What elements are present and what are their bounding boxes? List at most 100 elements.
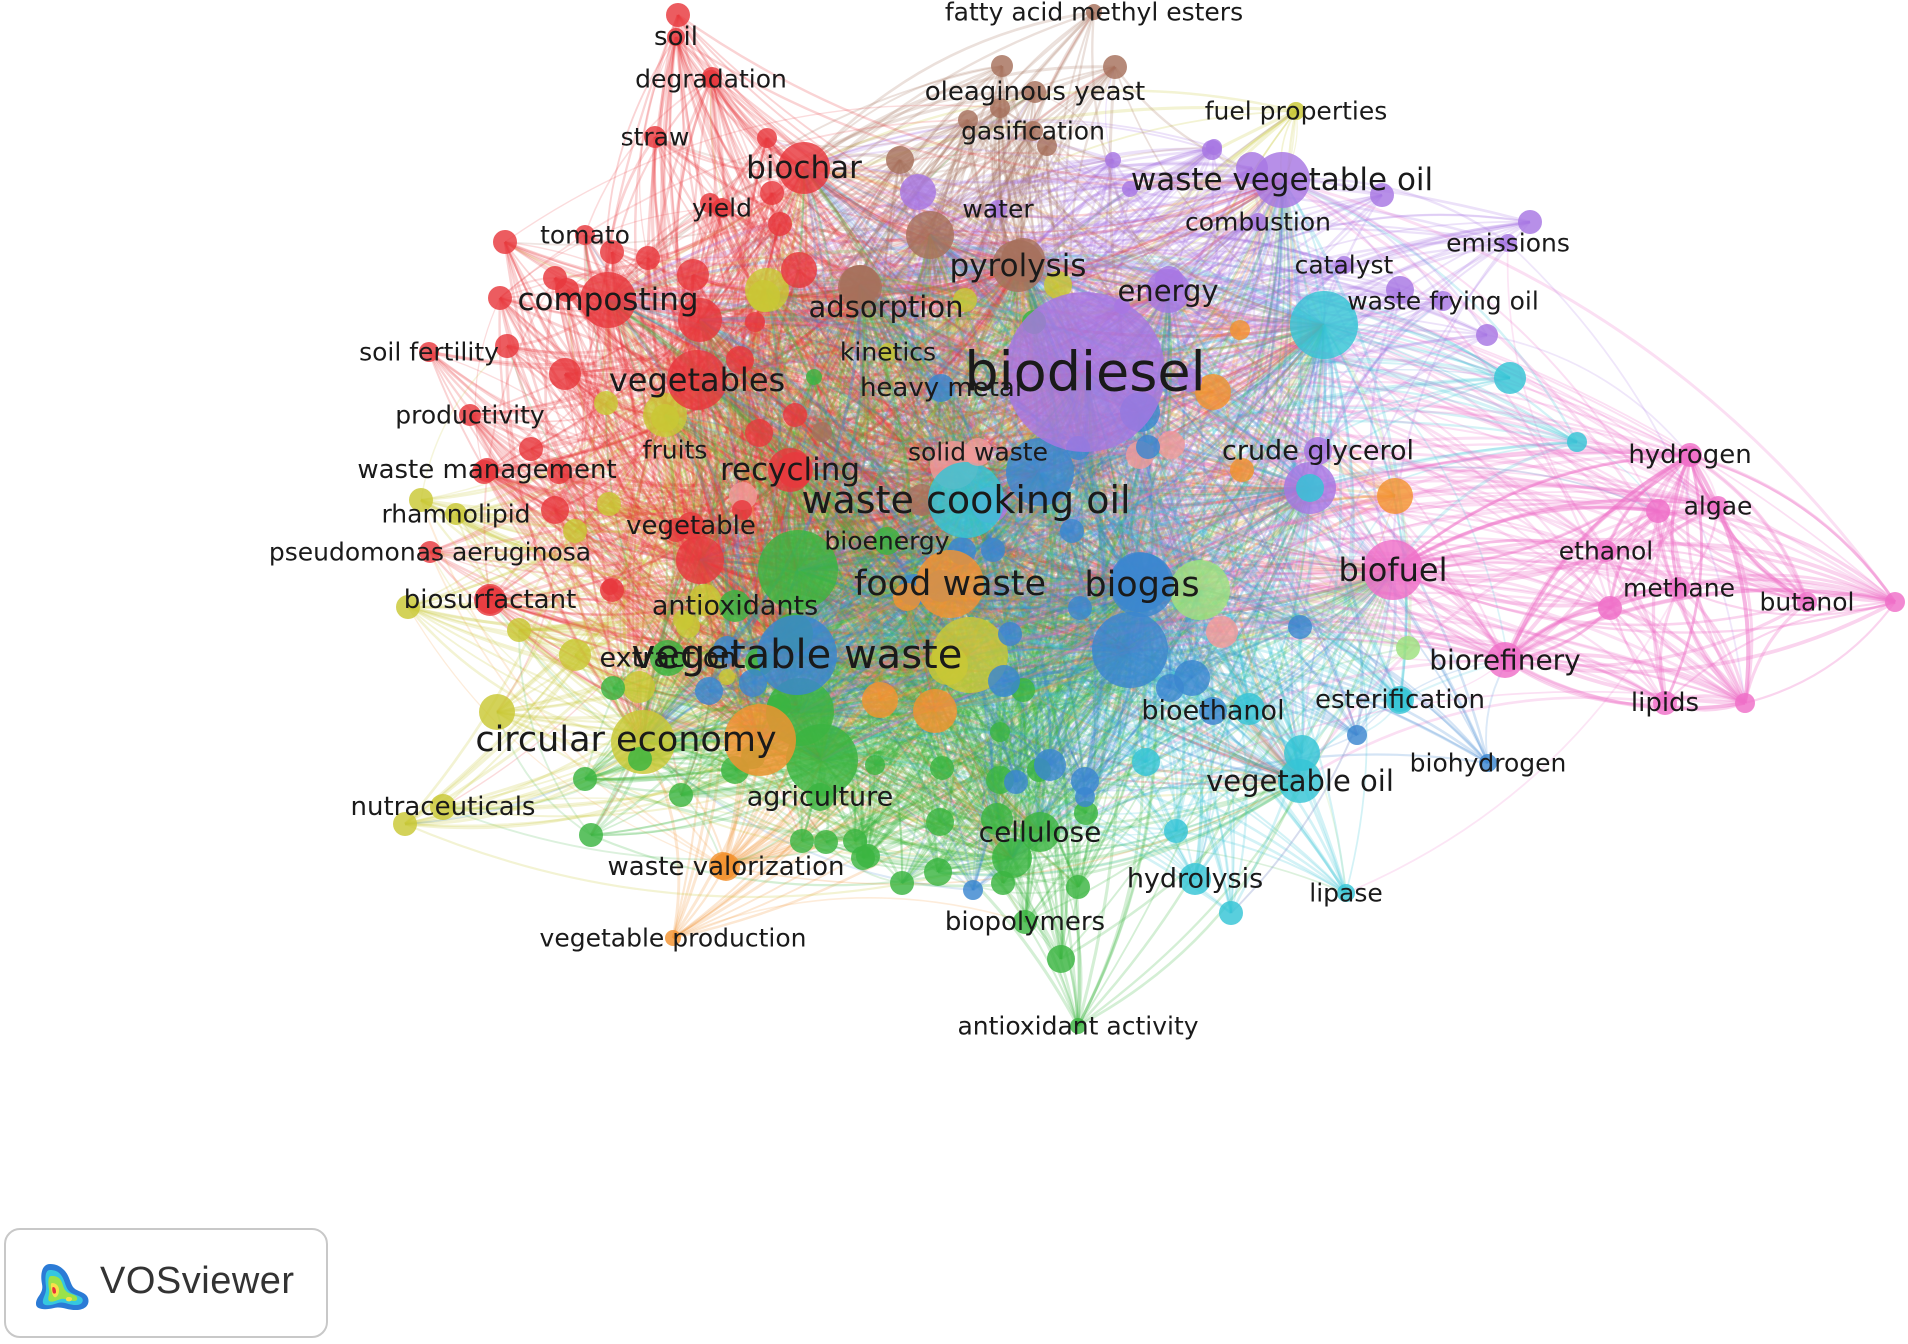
network-edge [819,568,1394,799]
network-node[interactable] [601,676,625,700]
network-node[interactable] [579,823,603,847]
network-node[interactable] [981,538,1005,562]
network-node[interactable] [1288,615,1312,639]
network-edge [791,166,1253,634]
network-node[interactable] [990,722,1010,742]
network-edge [803,120,1213,169]
network-node[interactable] [890,871,914,895]
network-node[interactable] [963,880,983,900]
network-edge [664,402,1041,473]
network-node[interactable] [1476,324,1498,346]
network-node[interactable] [856,844,880,868]
network-node[interactable] [906,211,954,259]
network-node[interactable] [1066,875,1090,899]
network-node[interactable] [1377,478,1413,514]
network-node[interactable] [573,767,597,791]
network-node[interactable] [1075,787,1095,807]
network-node[interactable] [597,492,621,516]
network-node[interactable] [1004,770,1028,794]
network-edge [859,146,1215,288]
network-node[interactable] [1230,320,1250,340]
network-node[interactable] [988,665,1020,697]
node-label-energy: energy [1117,274,1218,308]
network-node[interactable] [913,689,957,733]
network-node[interactable] [1347,725,1367,745]
network-edge [654,136,1024,262]
network-node[interactable] [991,871,1015,895]
network-node[interactable] [783,403,807,427]
network-node[interactable] [695,677,723,705]
network-node[interactable] [1494,362,1526,394]
network-edge [928,234,1041,473]
node-fruits[interactable] [651,404,679,432]
network-node[interactable] [1136,435,1160,459]
network-edge [583,234,666,416]
network-edge [1167,289,1490,764]
network-node[interactable] [636,246,660,270]
network-node[interactable] [862,682,898,718]
network-node[interactable] [1060,519,1084,543]
network-node[interactable] [541,496,569,524]
network-edge [797,498,1680,589]
network-node[interactable] [669,783,693,807]
network-node[interactable] [757,128,777,148]
network-node[interactable] [926,808,954,836]
network-node[interactable] [1296,474,1324,502]
network-node[interactable] [781,252,817,288]
network-node[interactable] [1598,596,1622,620]
network-node[interactable] [1206,139,1222,155]
node-label-yield: yield [692,194,752,223]
network-node[interactable] [549,358,581,390]
network-node[interactable] [748,280,780,312]
network-node[interactable] [865,755,885,775]
network-node[interactable] [676,536,724,584]
network-node[interactable] [768,212,792,236]
network-edge [1199,584,1666,705]
network-node[interactable] [1105,152,1121,168]
network-node[interactable] [745,419,773,447]
network-node[interactable] [1206,616,1238,648]
network-node[interactable] [1034,749,1066,781]
network-node[interactable] [812,422,832,442]
network-node[interactable] [559,639,591,671]
network-node[interactable] [745,312,765,332]
network-node[interactable] [991,55,1013,77]
network-node[interactable] [1164,819,1188,843]
network-node[interactable] [1735,693,1755,713]
node-label-algae: algae [1684,492,1753,521]
network-node[interactable] [814,830,838,854]
network-node[interactable] [886,146,914,174]
network-edge [765,289,967,502]
network-node[interactable] [507,618,531,642]
network-edge [652,136,702,321]
network-edge [674,36,972,657]
node-label-productivity: productivity [395,401,545,430]
network-node[interactable] [998,622,1022,646]
network-node[interactable] [924,858,952,886]
network-node[interactable] [1092,612,1168,688]
network-node[interactable] [790,829,814,853]
network-edge [672,324,1325,939]
network-edge [1299,221,1531,782]
network-node[interactable] [1567,432,1587,452]
network-node[interactable] [1103,55,1127,79]
network-node[interactable] [1646,499,1670,523]
network-node[interactable] [1132,748,1160,776]
network-node[interactable] [900,174,936,210]
network-node[interactable] [1396,636,1420,660]
network-edge [455,286,861,515]
network-node[interactable] [806,369,822,385]
network-edge [1290,289,1401,782]
network-node[interactable] [1885,592,1905,612]
network-edge [818,234,942,798]
network-node[interactable] [1219,901,1243,925]
network-node[interactable] [1174,660,1210,696]
network-node[interactable] [1157,431,1185,459]
network-edge [407,286,862,609]
network-node[interactable] [493,230,517,254]
network-edge [1199,451,1691,592]
network-node[interactable] [488,286,512,310]
network-node[interactable] [930,756,954,780]
network-node[interactable] [602,579,618,595]
network-node[interactable] [1047,945,1075,973]
